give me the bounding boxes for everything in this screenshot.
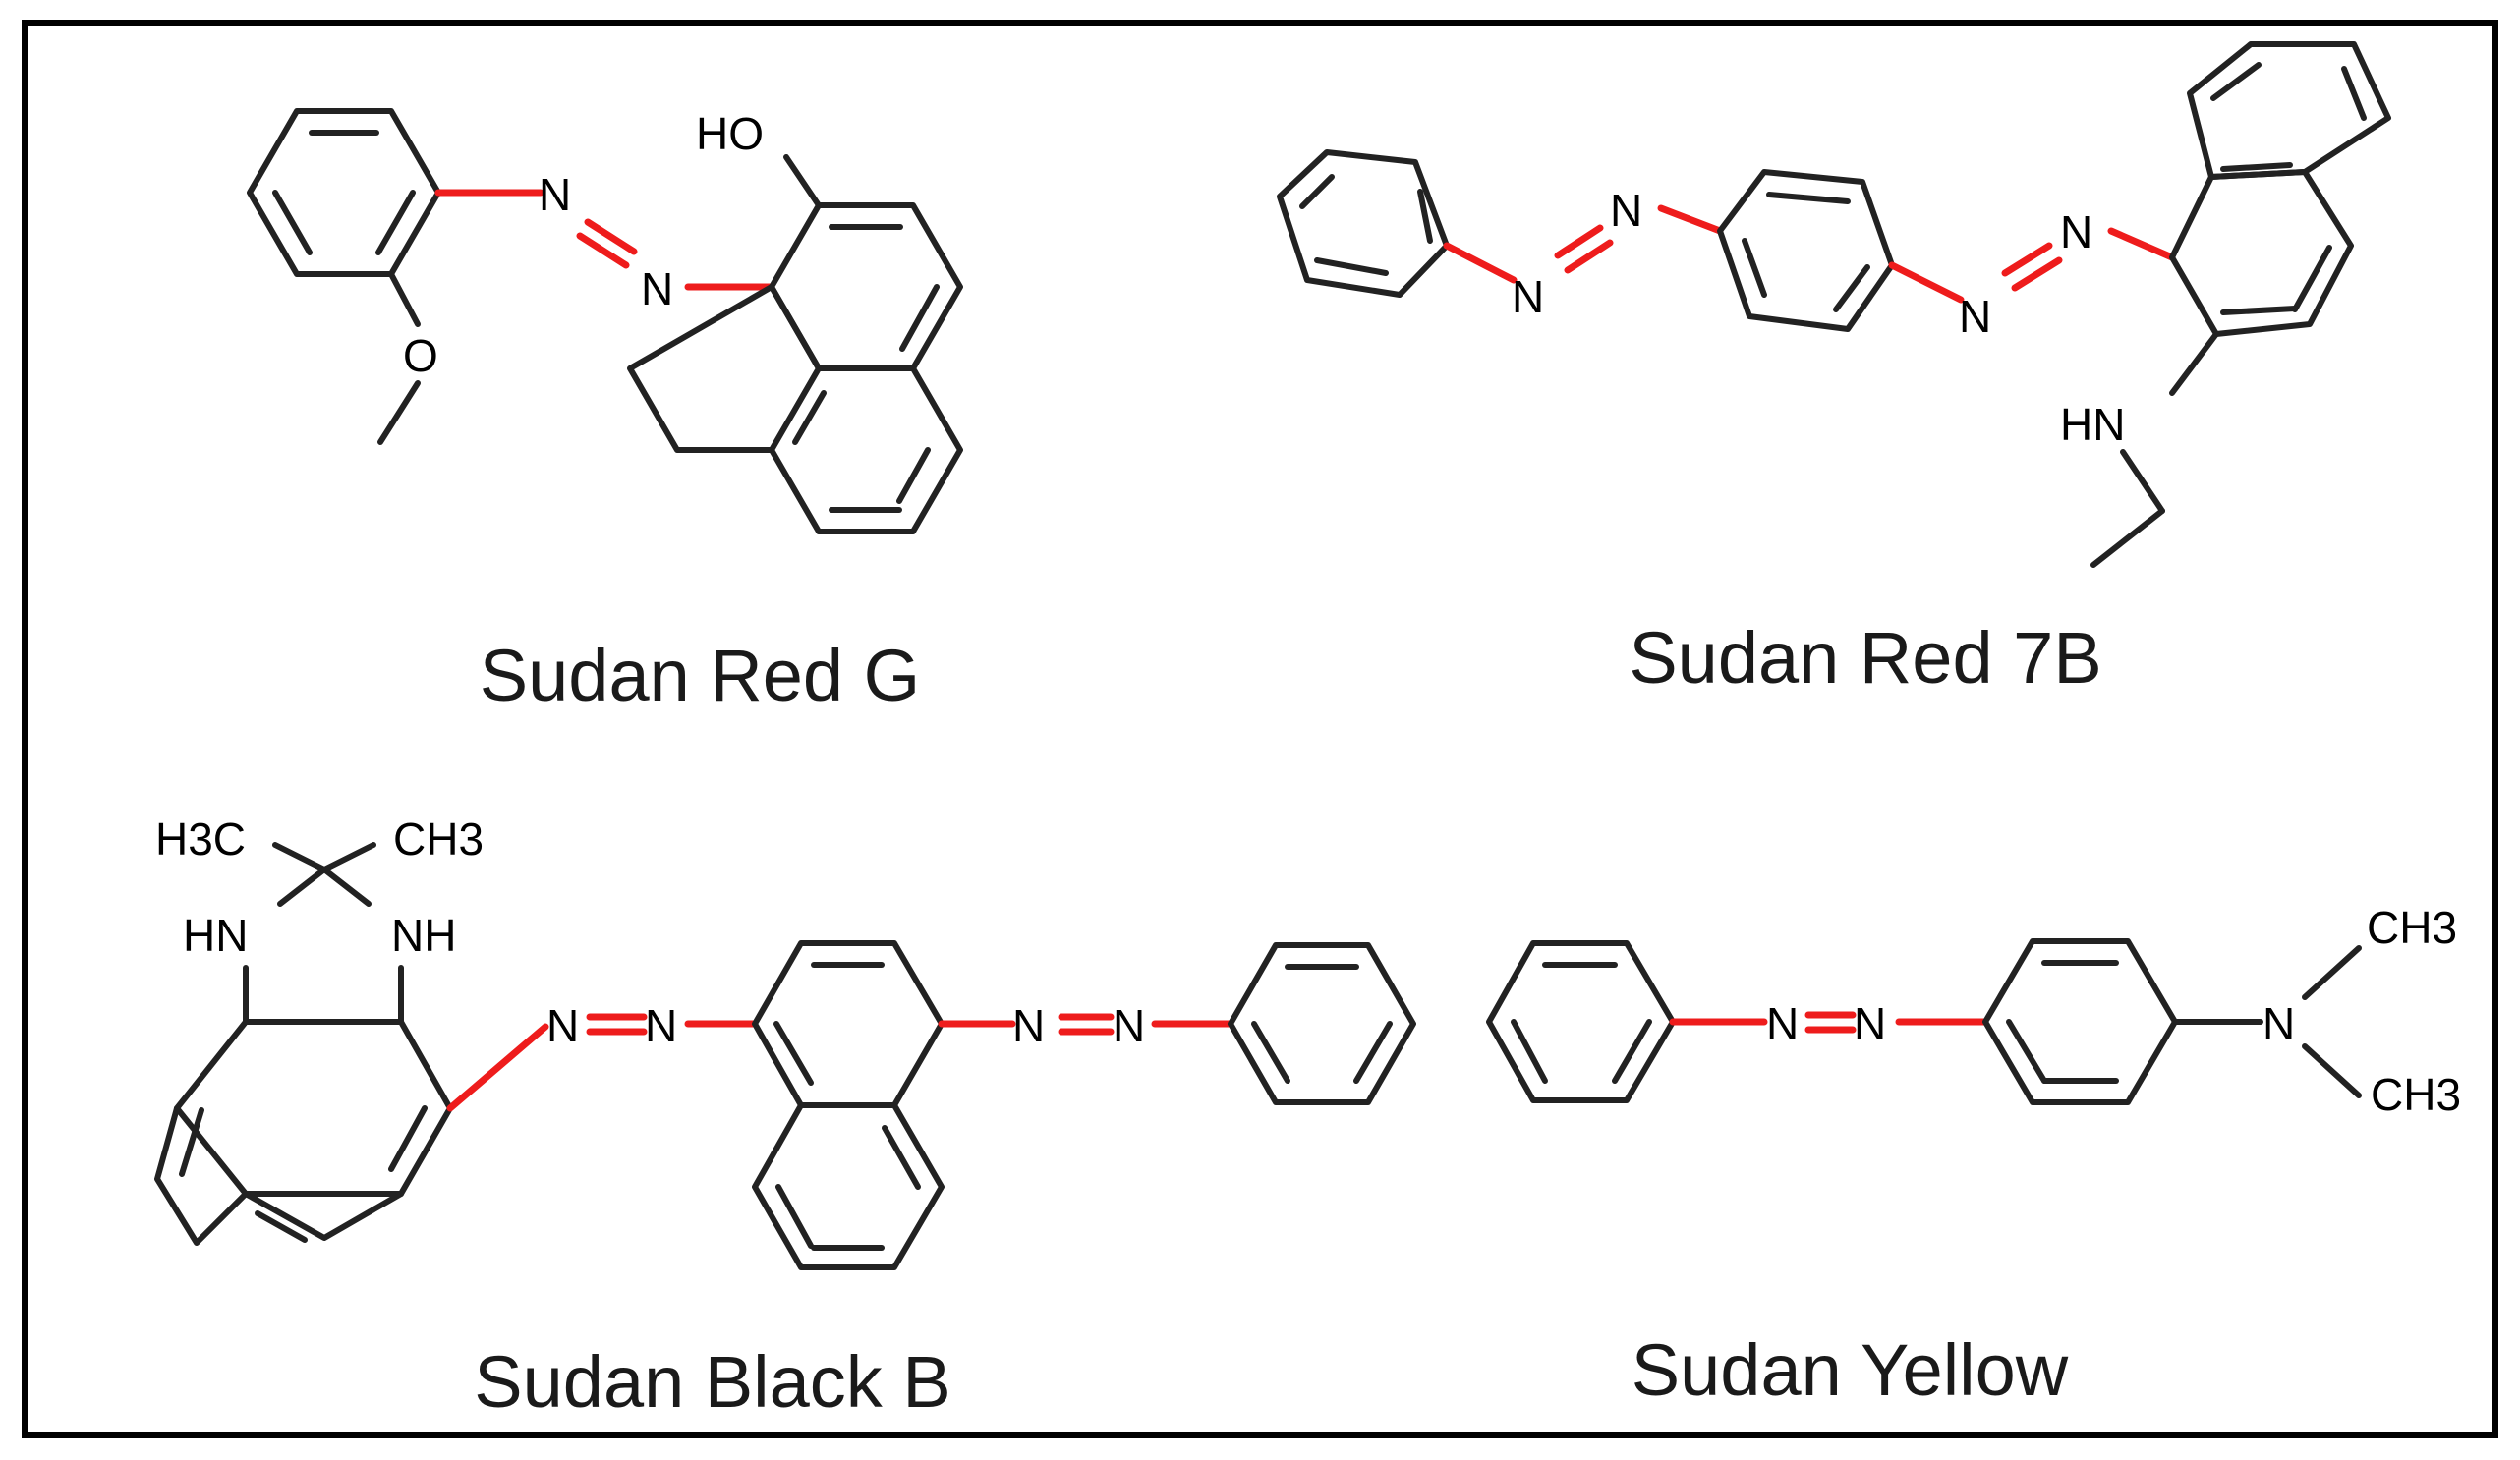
atom-label: N	[1610, 185, 1642, 236]
atom-label: N	[539, 169, 571, 220]
figure-frame	[22, 20, 2498, 1438]
atom-label: N	[1512, 271, 1544, 322]
naphthalene-ring-b	[627, 284, 822, 453]
atom-label: N	[1012, 1000, 1045, 1051]
atom-label: CH3	[2367, 902, 2457, 953]
structure-sudan-yellow: N N N CH3 CH3 Sudan Yellow	[1486, 902, 2461, 1411]
methyl-labels: H3C CH3	[155, 814, 484, 865]
structure-sudan-black-b: H3C CH3 HN NH N N N N Sudan Black B	[154, 814, 1416, 1423]
atom-label: N	[1854, 998, 1886, 1049]
atom-label: HN	[2060, 399, 2125, 450]
compound-name: Sudan Red 7B	[1629, 617, 2101, 699]
perimidine-ring-top	[174, 1019, 453, 1197]
structure-sudan-red-g: N N HO O Sudan Red G	[247, 108, 963, 716]
atom-label: CH3	[2371, 1069, 2461, 1120]
compound-name: Sudan Yellow	[1632, 1329, 2069, 1411]
atom-label: H3C	[155, 814, 246, 865]
benzene-ring	[1277, 149, 1450, 298]
atom-label: CH3	[393, 814, 484, 865]
naphthalene-ring-b	[2187, 41, 2391, 180]
atom-label: HO	[696, 108, 764, 159]
atom-label: N	[2262, 998, 2295, 1049]
compound-name: Sudan Red G	[480, 635, 920, 716]
atom-label: N	[645, 1000, 677, 1051]
atom-label: N	[546, 1000, 579, 1051]
atom-label: N	[1766, 998, 1799, 1049]
structure-sudan-red-7b: N N N N HN Sudan Red 7B	[1277, 41, 2391, 699]
atom-label: N	[641, 263, 673, 314]
benzene-ring	[1228, 942, 1416, 1105]
atom-label: NH	[391, 910, 456, 961]
atom-label: N	[2060, 206, 2092, 257]
compound-name: Sudan Black B	[474, 1341, 950, 1423]
atom-label: HN	[183, 910, 248, 961]
atom-label: N	[1113, 1000, 1145, 1051]
atom-label: N	[1959, 291, 1991, 342]
atom-label: O	[403, 330, 438, 381]
